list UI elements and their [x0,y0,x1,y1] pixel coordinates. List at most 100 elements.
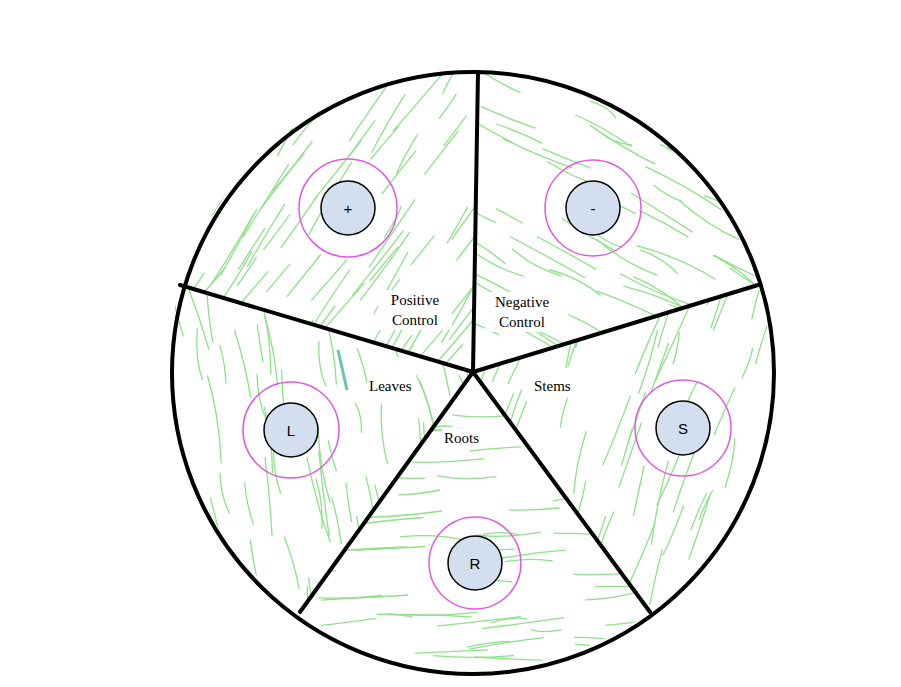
lawn-stroke [207,376,221,464]
lawn-stroke [265,457,272,536]
lawn-stroke [470,638,544,649]
lawn-stroke [491,618,528,623]
sector-label: Roots [442,428,481,448]
lawn-stroke [518,363,593,369]
lawn-stroke [415,650,488,653]
lawn-stroke [334,431,385,437]
lawn-stroke [573,297,583,340]
disc-label: L [287,422,295,439]
lawn-stroke [222,251,252,300]
lawn-stroke [319,595,408,598]
lawn-stroke [214,596,221,641]
lawn-stroke [411,553,436,626]
lawn-stroke [164,239,191,270]
lawn-stroke [590,101,616,118]
lawn-stroke [339,284,345,332]
lawn-stroke [616,396,669,399]
lawn-stroke [380,402,440,406]
lawn-stroke [598,371,658,375]
lawn-stroke [280,519,333,523]
lawn-stroke [245,482,254,524]
lawn-stroke [424,130,458,174]
lawn-stroke [725,438,735,488]
sector-label: Leaves [367,376,413,396]
lawn-stroke [482,618,565,629]
lawn-stroke [319,451,330,536]
lawn-stroke [639,210,688,237]
lawn-stroke [619,423,642,488]
antibiotic-disc: R [447,535,503,591]
lawn-stroke [266,264,290,292]
lawn-stroke [448,103,512,142]
lawn-stroke [537,237,597,270]
lawn-stroke [715,118,749,138]
lawn-stroke [177,96,195,128]
lawn-stroke [375,485,399,558]
lawn-stroke [633,353,662,367]
lawn-stroke [200,530,209,586]
lawn-stroke [375,672,420,677]
lawn-stroke [355,562,365,593]
lawn-stroke [726,549,738,584]
lawn-stroke [247,204,285,267]
disc-label: S [678,420,688,437]
lawn-stroke [381,404,388,465]
lawn-stroke [212,172,239,216]
lawn-stroke [216,562,222,609]
lawn-stroke [220,345,227,384]
lawn-stroke [437,476,496,479]
lawn-stroke [399,497,406,578]
lawn-stroke [608,406,639,409]
lawn-stroke [395,540,402,605]
lawn-stroke [326,283,365,327]
lawn-stroke [400,536,460,540]
bacterial-lawn [442,48,798,388]
lawn-stroke [433,656,514,658]
lawn-stroke [319,341,326,387]
sector-label: Stems [532,376,573,396]
lawn-stroke [673,332,679,364]
lawn-stroke [340,280,356,335]
lawn-stroke [691,85,741,119]
lawn-stroke [674,85,723,108]
lawn-stroke [444,116,467,147]
lawn-stroke [702,300,766,341]
lawn-stroke [452,414,520,417]
lawn-stroke [512,249,561,276]
lawn-stroke [647,246,667,319]
lawn-stroke [377,614,413,617]
lawn-stroke [597,291,669,323]
lawn-stroke [620,274,697,307]
lawn-stroke [689,495,710,560]
lawn-stroke [189,289,209,350]
lawn-stroke [623,286,697,315]
lawn-stroke [505,559,553,561]
lawn-stroke [379,564,391,611]
lawn-stroke [561,398,568,428]
lawn-stroke [531,630,562,632]
lawn-stroke [696,82,756,111]
lawn-stroke [369,199,415,267]
lawn-stroke [412,459,484,463]
lawn-stroke [284,320,314,361]
lawn-stroke [739,547,757,593]
lawn-stroke [206,270,213,342]
lawn-stroke [210,498,227,582]
lawn-stroke [355,403,362,433]
disc-label: R [470,555,481,572]
lawn-stroke [653,185,682,202]
antibiotic-disc: L [263,402,319,458]
lawn-stroke [590,125,656,164]
lawn-stroke [492,338,508,382]
lawn-stroke [509,508,560,510]
lawn-stroke [709,146,743,162]
lawn-stroke [161,273,205,332]
lawn-stroke [575,115,631,147]
lawn-stroke [398,490,440,495]
lawn-stroke [411,236,435,266]
lawn-stroke [685,353,723,368]
lawn-stroke [309,270,350,333]
lawn-stroke [581,567,615,648]
lawn-stroke [573,573,622,575]
lawn-stroke [634,466,645,516]
